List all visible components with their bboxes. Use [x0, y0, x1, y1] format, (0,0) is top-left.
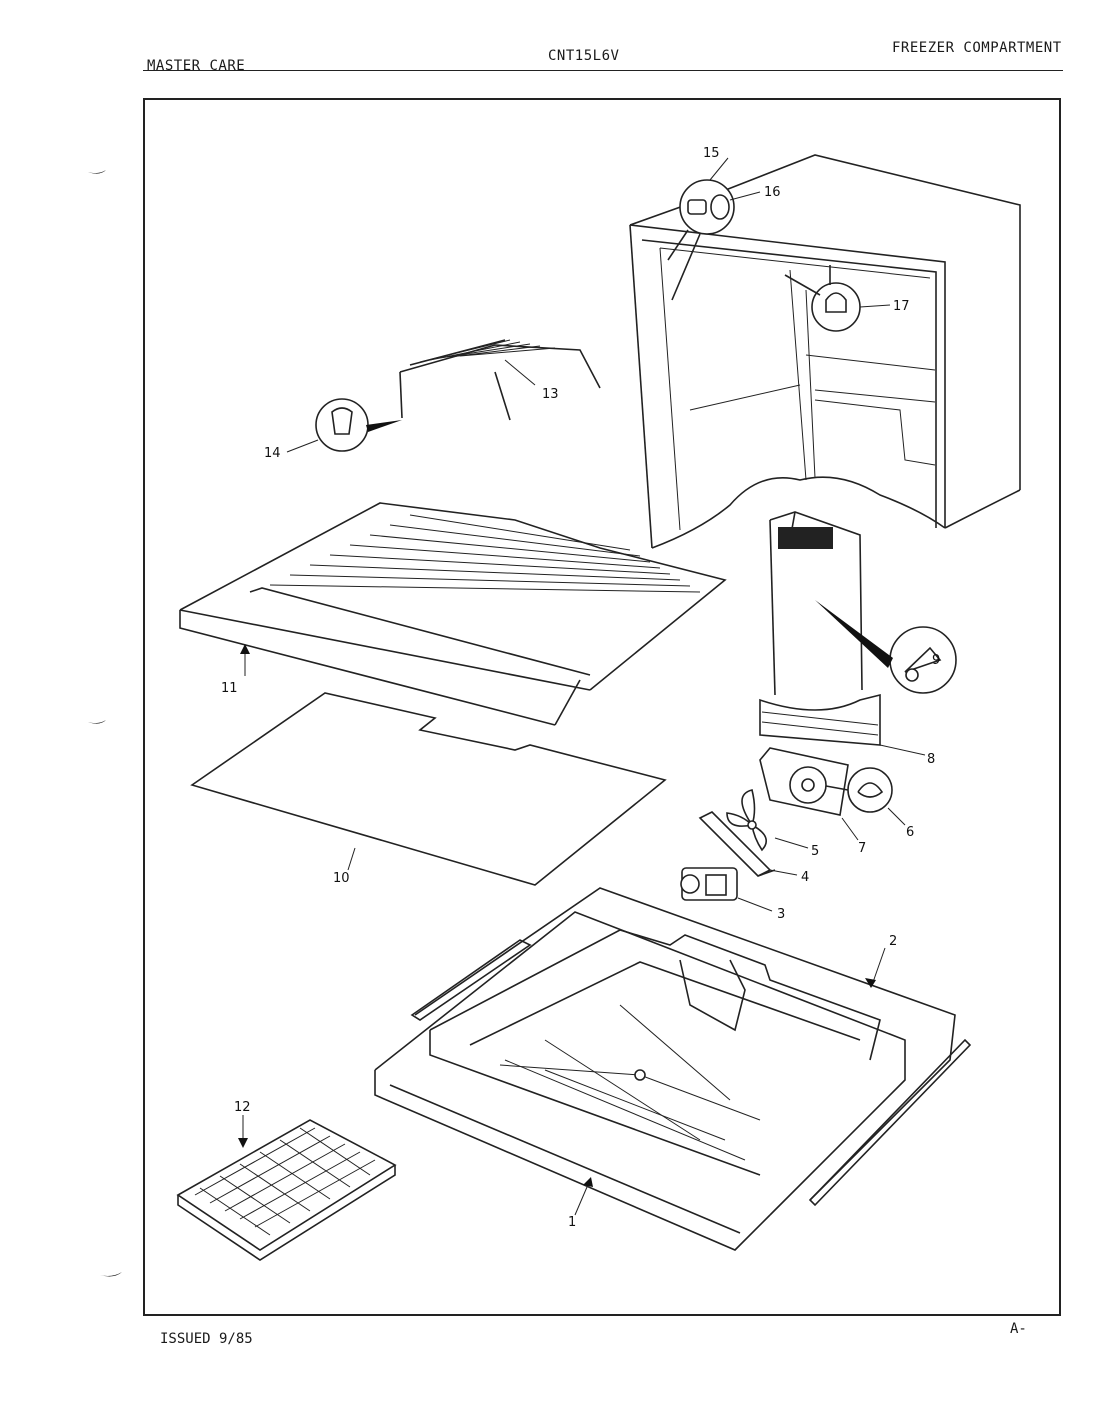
callout-6: 6	[906, 825, 914, 840]
callout-13: 13	[542, 387, 559, 402]
ice-tray	[176, 1119, 397, 1261]
header-section: FREEZER COMPARTMENT	[892, 40, 1062, 56]
issued-date: ISSUED 9/85	[160, 1331, 253, 1347]
callout-3: 3	[777, 907, 785, 922]
fan-motor	[680, 867, 738, 901]
callout-17: 17	[893, 299, 910, 314]
callout-11: 11	[221, 681, 238, 696]
callout-15: 15	[703, 146, 720, 161]
margin-mark	[88, 170, 106, 174]
diagram-frame	[143, 98, 1061, 1316]
header-rule	[143, 70, 1063, 71]
leader-lines	[238, 157, 926, 1216]
page-code: A-	[1010, 1321, 1027, 1337]
freezer-floor-assembly	[374, 887, 972, 1251]
margin-mark	[88, 720, 106, 724]
callout-9: 9	[932, 653, 940, 668]
callout-14: 14	[264, 446, 281, 461]
bracket-bushing-detail	[315, 398, 402, 452]
cover-screw-detail	[815, 600, 957, 694]
light-bulb-detail	[784, 265, 861, 332]
light-socket-detail	[667, 179, 735, 301]
callout-1: 1	[568, 1215, 576, 1230]
shelf-bracket	[399, 339, 601, 421]
motor-bracket	[698, 811, 776, 877]
callout-12: 12	[234, 1100, 251, 1115]
callout-4: 4	[801, 870, 809, 885]
callout-7: 7	[858, 841, 866, 856]
shelf-liner	[190, 692, 667, 886]
callout-2: 2	[889, 934, 897, 949]
callout-8: 8	[927, 752, 935, 767]
fan-blade	[726, 789, 768, 852]
callout-10: 10	[333, 871, 350, 886]
freezer-cabinet	[629, 154, 1021, 549]
callout-5: 5	[811, 844, 819, 859]
shroud-grommet-detail	[825, 767, 893, 813]
fan-shroud	[759, 747, 849, 816]
freezer-shelf	[179, 502, 727, 726]
margin-mark	[100, 1272, 122, 1277]
evaporator-cover	[759, 511, 881, 746]
callout-16: 16	[764, 185, 781, 200]
header-model: CNT15L6V	[548, 48, 620, 64]
